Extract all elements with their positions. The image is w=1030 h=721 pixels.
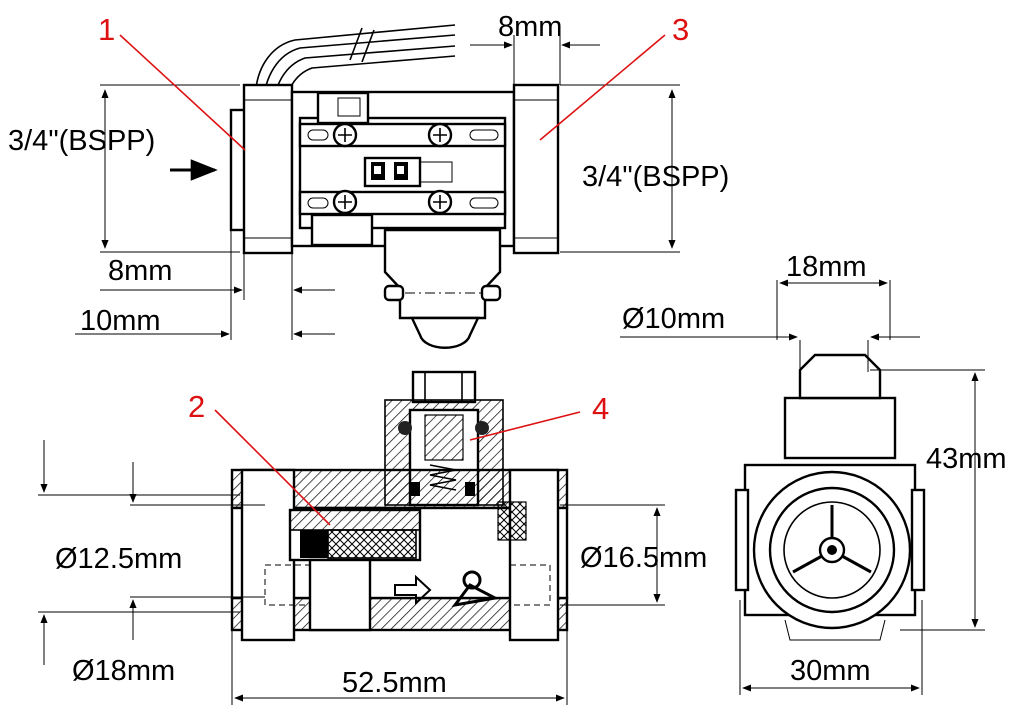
dim-section-d12-5mm: Ø12.5mm [55, 543, 182, 575]
dim-left-8mm: 8mm [108, 255, 172, 287]
callout-leaders [119, 34, 666, 526]
callout-2: 2 [188, 389, 205, 424]
top-view [170, 24, 560, 349]
dim-left-10mm: 10mm [80, 305, 161, 337]
dim-side-30mm: 30mm [790, 655, 871, 687]
callout-4: 4 [592, 391, 609, 426]
section-view [230, 370, 569, 642]
top-view-dimensions [75, 35, 680, 340]
section-view-dimensions [38, 440, 665, 705]
side-view [734, 353, 926, 641]
dim-side-43mm: 43mm [926, 443, 1007, 475]
dim-top-8mm: 8mm [498, 11, 562, 43]
callout-1: 1 [98, 12, 115, 47]
callout-3: 3 [672, 12, 689, 47]
side-view-dimensions [620, 279, 985, 695]
dim-section-52-5mm: 52.5mm [342, 667, 447, 699]
dim-section-d18mm: Ø18mm [72, 655, 175, 687]
dim-outlet-thread: 3/4"(BSPP) [582, 161, 729, 193]
dim-side-18mm: 18mm [786, 251, 867, 283]
dim-side-d10mm: Ø10mm [622, 303, 725, 335]
dim-section-d16-5mm: Ø16.5mm [580, 542, 707, 574]
dim-inlet-thread: 3/4"(BSPP) [8, 125, 155, 157]
